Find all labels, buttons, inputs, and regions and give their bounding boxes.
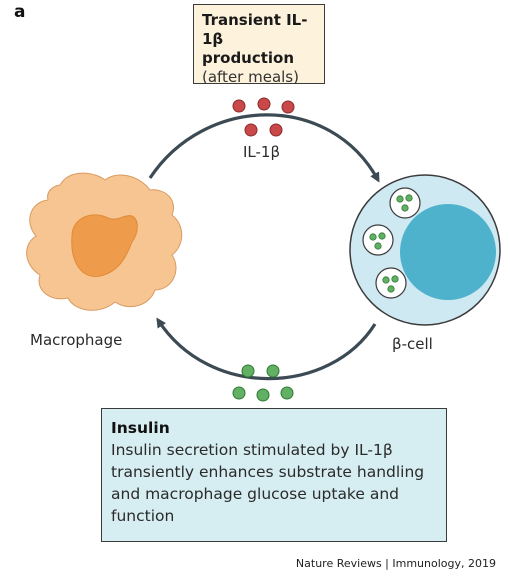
insulin-dot <box>280 386 294 400</box>
insulin-granule <box>362 224 394 256</box>
il1b-box-title-line1: Transient IL-1β <box>202 11 308 48</box>
beta-cell <box>349 174 501 326</box>
insulin-molecules <box>232 364 294 402</box>
beta-cell-label: β-cell <box>392 335 433 353</box>
macrophage-nucleus <box>71 214 138 278</box>
macrophage-cell <box>26 172 183 311</box>
il1b-label: IL-1β <box>243 143 281 161</box>
insulin-dot <box>232 386 246 400</box>
il1b-dot <box>232 99 246 113</box>
il1b-box-title-line2: production <box>202 49 295 67</box>
il1b-box-subtitle: (after meals) <box>202 68 299 86</box>
il1b-dot <box>269 123 283 137</box>
insulin-dot <box>256 388 270 402</box>
beta-cell-nucleus <box>400 204 496 300</box>
il1b-dot <box>257 97 271 111</box>
bottom-arrow <box>156 317 377 381</box>
top-arrow <box>148 113 380 183</box>
panel-label: a <box>14 2 26 22</box>
macrophage-label: Macrophage <box>30 331 123 349</box>
insulin-granule <box>389 187 421 219</box>
insulin-dot <box>266 364 280 378</box>
il1b-molecules <box>232 97 295 137</box>
insulin-box: Insulin Insulin secretion stimulated by … <box>101 408 447 542</box>
insulin-box-title: Insulin <box>111 419 170 437</box>
il1b-dot <box>244 123 258 137</box>
insulin-granule <box>375 267 407 299</box>
source-credit: Nature Reviews | Immunology, 2019 <box>295 557 496 570</box>
insulin-box-body: Insulin secretion stimulated by IL-1β tr… <box>111 441 425 525</box>
il1b-production-box: Transient IL-1β production (after meals) <box>193 4 325 86</box>
il1b-dot <box>281 100 295 114</box>
insulin-dot <box>241 364 255 378</box>
